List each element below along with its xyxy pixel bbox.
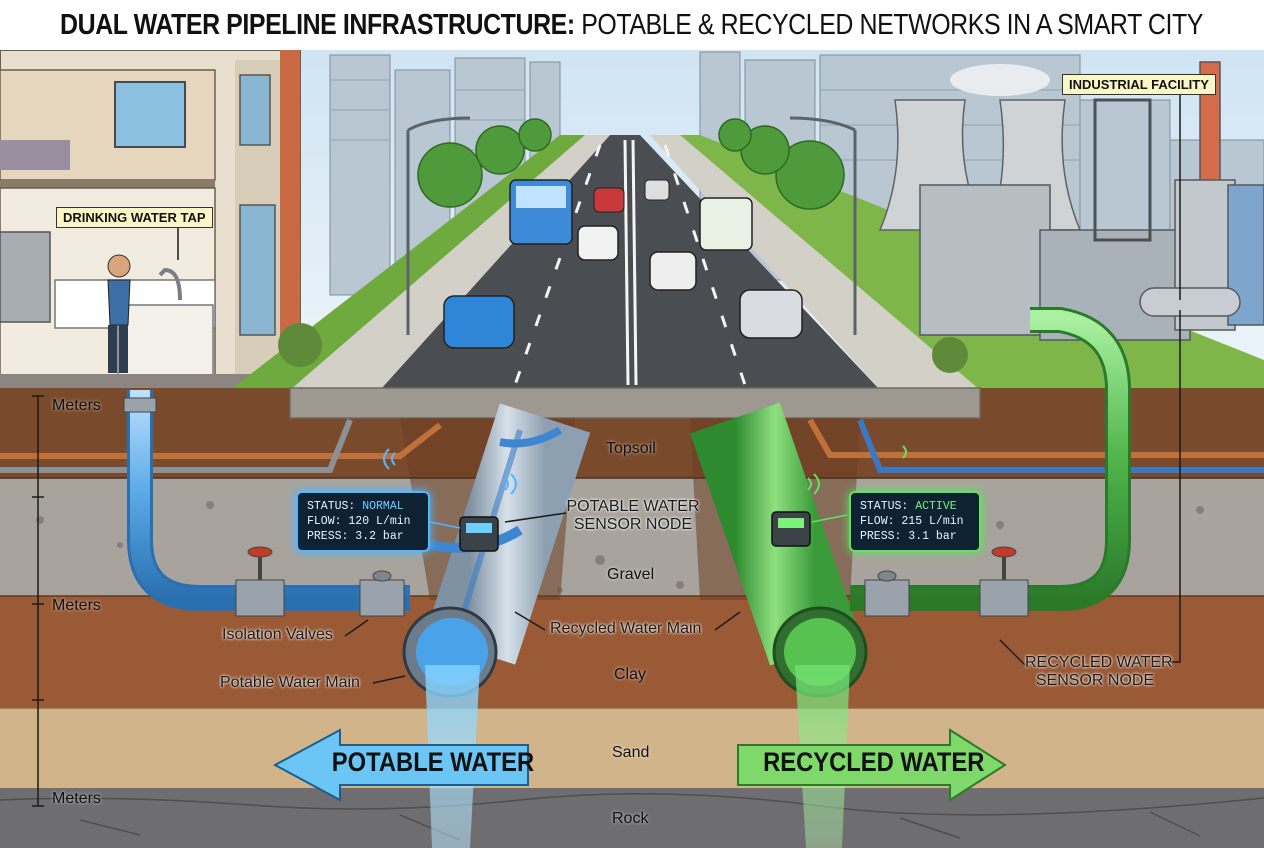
soil-layer-topsoil: Topsoil bbox=[606, 440, 656, 457]
potable-status-label: STATUS: bbox=[307, 500, 356, 513]
recycled-pressure: PRESS: 3.1 bar bbox=[860, 530, 957, 543]
industrial-facility-tag: INDUSTRIAL FACILITY bbox=[1062, 74, 1216, 95]
recycled-sensor-line-2: SENSOR NODE bbox=[1035, 672, 1155, 689]
recycled-status-row: STATUS: ACTIVE bbox=[860, 499, 970, 514]
depth-scale-label-bottom: Meters bbox=[52, 790, 101, 807]
soil-layer-gravel: Gravel bbox=[607, 566, 655, 583]
potable-water-arrow-label: POTABLE WATER bbox=[331, 747, 535, 777]
diagram-title: DUAL WATER PIPELINE INFRASTRUCTURE: POTA… bbox=[61, 9, 1204, 42]
recycled-water-arrow-label: RECYCLED WATER bbox=[763, 747, 985, 777]
recycled-water-main-label: Recycled Water Main bbox=[550, 620, 702, 637]
potable-flow: FLOW: 120 L/min bbox=[307, 515, 411, 528]
recycled-status-value: ACTIVE bbox=[915, 500, 957, 513]
potable-sensor-line-2: SENSOR NODE bbox=[573, 516, 693, 533]
title-bar: DUAL WATER PIPELINE INFRASTRUCTURE: POTA… bbox=[0, 0, 1264, 50]
depth-scale-label-mid: Meters bbox=[52, 597, 101, 614]
isolation-valves-label: Isolation Valves bbox=[222, 626, 333, 643]
potable-status-row: STATUS: NORMAL bbox=[307, 499, 419, 514]
soil-layer-rock: Rock bbox=[612, 810, 649, 827]
recycled-sensor-label: RECYCLED WATER SENSOR NODE bbox=[1025, 654, 1173, 690]
depth-scale-label-top: Meters bbox=[52, 397, 101, 414]
potable-sensor-label: POTABLE WATER SENSOR NODE bbox=[566, 498, 700, 534]
title-rest: POTABLE & RECYCLED NETWORKS IN A SMART C… bbox=[575, 8, 1204, 41]
potable-pressure: PRESS: 3.2 bar bbox=[307, 530, 404, 543]
title-bold: DUAL WATER PIPELINE INFRASTRUCTURE: bbox=[60, 8, 576, 41]
potable-status-value: NORMAL bbox=[362, 500, 404, 513]
potable-sensor-line-1: POTABLE WATER bbox=[566, 498, 700, 515]
drinking-water-tap-tag: DRINKING WATER TAP bbox=[56, 207, 213, 228]
recycled-flow: FLOW: 215 L/min bbox=[860, 515, 964, 528]
recycled-status-label: STATUS: bbox=[860, 500, 909, 513]
soil-layer-clay: Clay bbox=[614, 666, 647, 683]
soil-layer-sand: Sand bbox=[612, 744, 650, 761]
recycled-sensor-line-1: RECYCLED WATER bbox=[1025, 654, 1173, 671]
potable-water-main-label: Potable Water Main bbox=[220, 674, 360, 691]
recycled-sensor-panel: STATUS: ACTIVE FLOW: 215 L/min PRESS: 3.… bbox=[849, 491, 981, 552]
potable-sensor-panel: STATUS: NORMAL FLOW: 120 L/min PRESS: 3.… bbox=[296, 491, 430, 552]
